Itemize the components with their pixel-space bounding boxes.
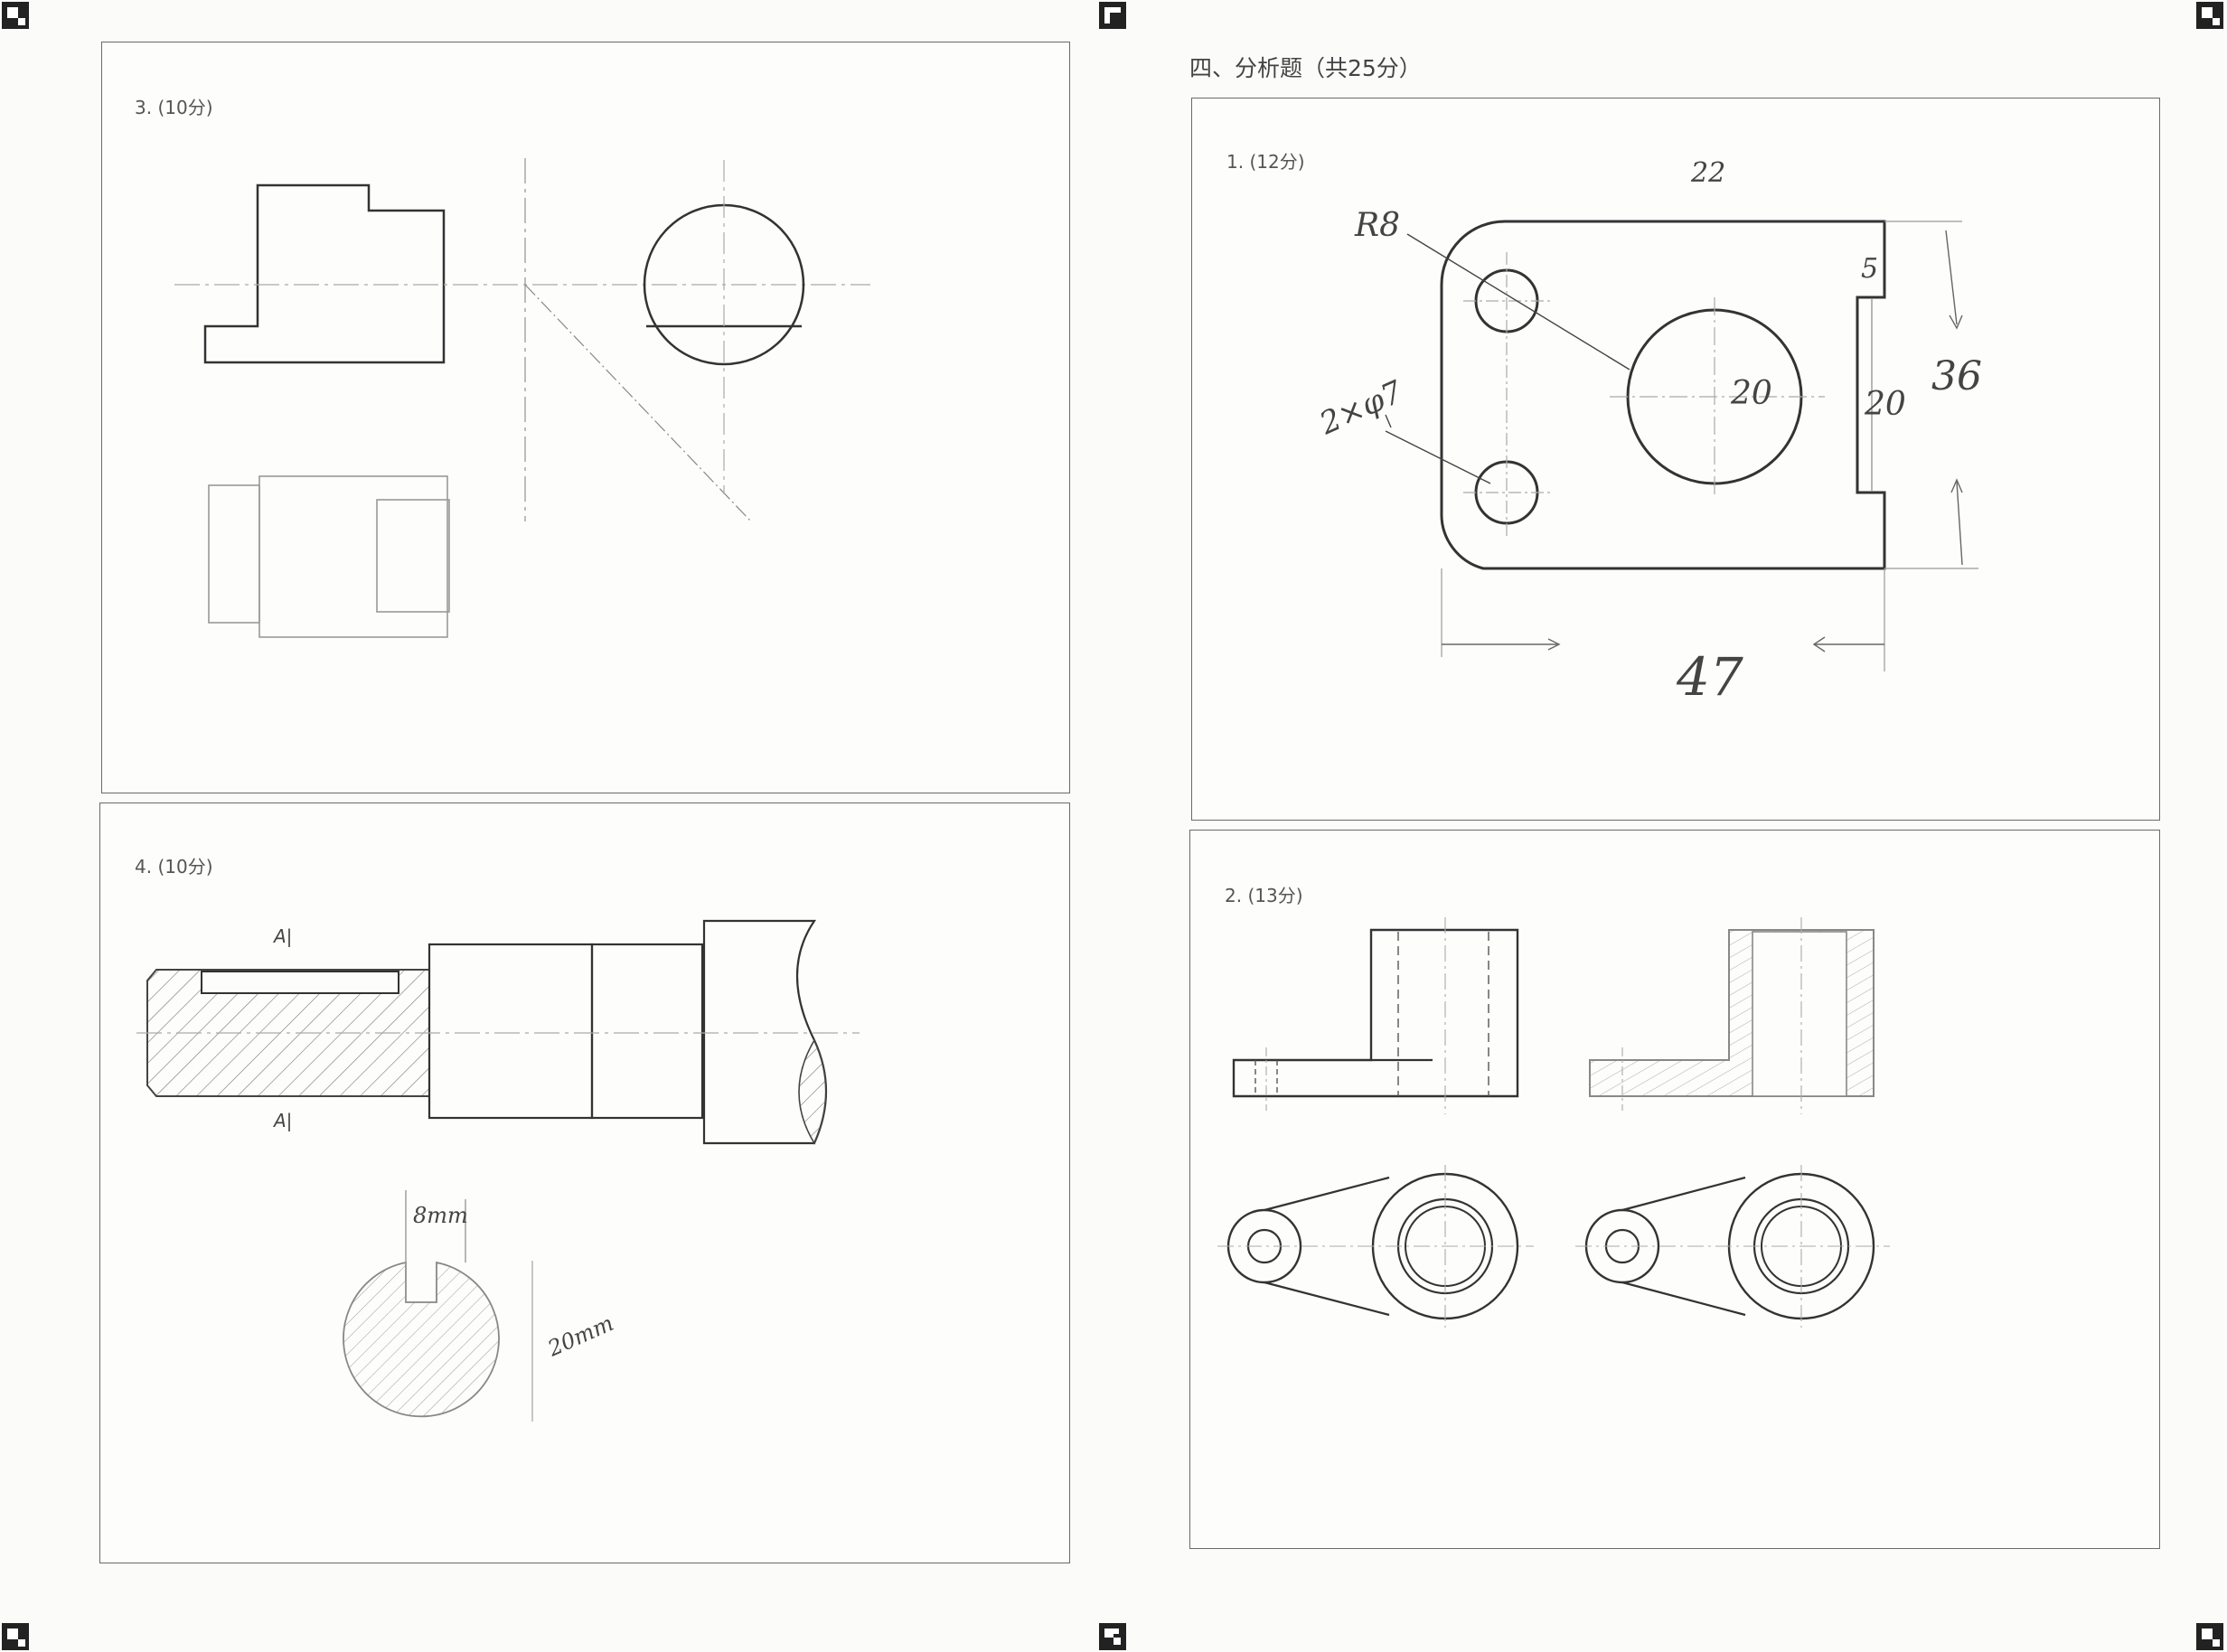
section-mark-bottom: A| [272, 1110, 292, 1131]
section-title: 四、分析题（共25分） [1189, 55, 1422, 81]
registration-marker-bottom-left [2, 1623, 29, 1650]
question-1-drawing: 22 R8 2×φ7 20 20 5 36 47 [1313, 157, 1982, 708]
key-width-annotation: 8mm [413, 1203, 468, 1228]
question-1-box: 1. (12分) 22 R8 2×φ7 20 [1191, 98, 2160, 821]
radius-leader [1406, 233, 1630, 371]
question-3-label: 3. (10分) [135, 97, 213, 118]
registration-marker-top-left [2, 2, 29, 29]
top-view-answer [1575, 1165, 1890, 1328]
dim-small: 5 [1861, 253, 1878, 285]
dim-radius: R8 [1354, 207, 1400, 244]
section-mark-top: A| [272, 925, 292, 947]
holes-leader [1385, 414, 1392, 428]
question-2-box: 2. (13分) [1189, 830, 2160, 1549]
top-view-inner-rect [376, 499, 450, 613]
question-2-label: 2. (13分) [1225, 885, 1303, 906]
section-view [343, 1261, 500, 1418]
dim-height: 36 [1931, 353, 1982, 399]
registration-marker-bottom-center [1099, 1623, 1126, 1650]
mitre-line [524, 284, 752, 522]
height-dim-top-arrow [1945, 230, 1958, 325]
registration-marker-bottom-right [2196, 1623, 2223, 1650]
dim-width: 47 [1676, 646, 1743, 708]
question-4-label: 4. (10分) [135, 856, 213, 878]
question-3-drawing [174, 158, 870, 638]
top-view-main-rect [258, 475, 448, 638]
dim-holes: 2×φ7 [1313, 374, 1408, 443]
key-depth-annotation: 20mm [543, 1310, 617, 1362]
registration-marker-top-right [2196, 2, 2223, 29]
small-hole-bottom [1474, 460, 1539, 525]
question-2-drawing [1217, 917, 1890, 1328]
dim-notch: 20 [1864, 386, 1906, 423]
height-dim-bottom-arrow [1956, 481, 1963, 566]
break-hatch [798, 1038, 827, 1145]
question-1-label: 1. (12分) [1226, 151, 1305, 173]
dim-top: 22 [1690, 157, 1725, 189]
plate-outline [1440, 220, 1886, 570]
keyway [201, 971, 399, 994]
question-3-box: 3. (10分) [101, 42, 1070, 793]
question-4-drawing: A| A| 8mm 20mm [136, 919, 860, 1422]
registration-marker-top-center [1099, 2, 1126, 29]
shaft-segment-3 [590, 943, 704, 1120]
front-view-given [1232, 928, 1519, 1098]
front-view-outline [203, 183, 446, 364]
shaft-segment-2 [428, 943, 594, 1120]
top-view-left-rect [208, 484, 260, 624]
question-4-box: 4. (10分) A| A| 8mm 20mm [99, 803, 1070, 1563]
dim-circle: 20 [1730, 375, 1772, 412]
top-view-given [1217, 1165, 1534, 1328]
